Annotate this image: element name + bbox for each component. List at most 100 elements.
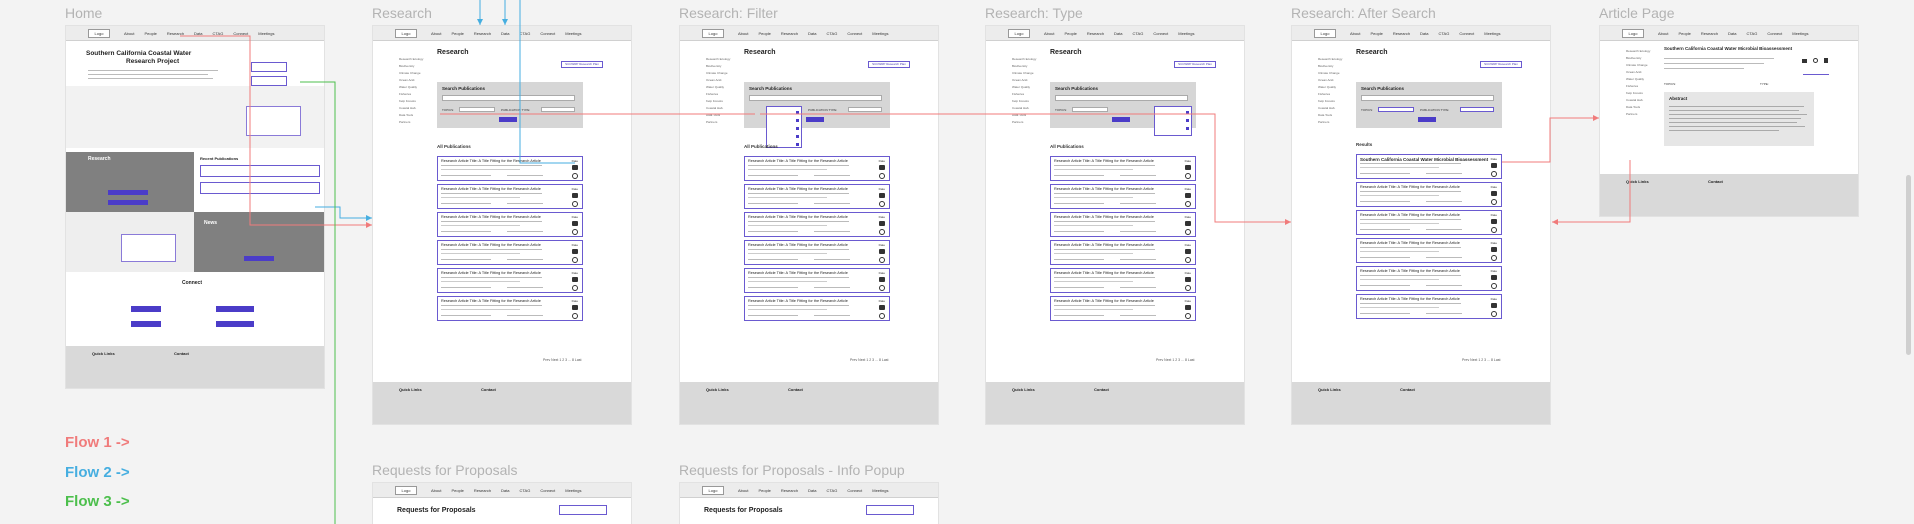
checkbox[interactable] (796, 143, 799, 146)
download-icon[interactable] (1824, 58, 1828, 63)
publication-card[interactable]: Research Article Title: A Title Fitting … (744, 156, 890, 181)
publication-title[interactable]: Research Article Title: A Title Fitting … (441, 299, 541, 303)
logo[interactable]: Logo (1314, 29, 1336, 38)
publication-title[interactable]: Research Article Title: A Title Fitting … (1054, 243, 1154, 247)
logo[interactable]: Logo (1008, 29, 1030, 38)
checkbox[interactable] (796, 119, 799, 122)
mail-icon[interactable] (879, 221, 885, 226)
share-icon[interactable] (572, 257, 578, 263)
publication-card[interactable]: Research Article Title: A Title Fitting … (1356, 294, 1502, 319)
search-button[interactable] (806, 117, 824, 122)
logo[interactable]: Logo (702, 486, 724, 495)
mail-icon[interactable] (879, 193, 885, 198)
publication-title[interactable]: Research Article Title: A Title Fitting … (748, 243, 848, 247)
share-icon[interactable] (1185, 229, 1191, 235)
sidebar-item[interactable]: Biodiversity (706, 64, 722, 68)
checkbox[interactable] (796, 135, 799, 138)
sidebar-item[interactable]: Climate Change (1318, 71, 1340, 75)
mail-icon[interactable] (1802, 59, 1807, 63)
publication-card[interactable]: Research Article Title: A Title Fitting … (1050, 240, 1196, 265)
topics-dropdown-open[interactable] (766, 106, 802, 148)
sidebar-item[interactable]: Coastal Hab. (1318, 106, 1336, 110)
sidebar-item[interactable]: Ocean Acid. (399, 78, 416, 82)
publication-type-select[interactable] (848, 107, 882, 112)
nav-link-data[interactable]: Data (1728, 31, 1737, 36)
sidebar-item[interactable]: Data Tools (1318, 113, 1333, 117)
publication-title[interactable]: Research Article Title: A Title Fitting … (441, 271, 541, 275)
share-icon[interactable] (879, 313, 885, 319)
sidebar-item[interactable]: Climate Change (1012, 71, 1034, 75)
publication-card[interactable]: Research Article Title: A Title Fitting … (437, 296, 583, 321)
sidebar-item[interactable]: Ocean Acid. (1318, 78, 1335, 82)
nav-link-data[interactable]: Data (808, 488, 817, 493)
search-input[interactable] (749, 95, 882, 101)
search-input[interactable] (1055, 95, 1188, 101)
nav-link-data[interactable]: Data (808, 31, 817, 36)
share-icon[interactable] (572, 201, 578, 207)
type-dropdown-open[interactable] (1154, 106, 1192, 136)
mail-icon[interactable] (1185, 249, 1191, 254)
share-icon[interactable] (572, 313, 578, 319)
publication-card[interactable]: Research Article Title: A Title Fitting … (437, 240, 583, 265)
research-plan-button[interactable]: SCCWRP Research Plan (868, 61, 910, 68)
nav-link-meetings[interactable]: Meetings (872, 31, 889, 36)
publication-title[interactable]: Research Article Title: A Title Fitting … (1054, 159, 1154, 163)
sidebar-item[interactable]: Kelp Forests (706, 99, 723, 103)
news-story-card[interactable] (121, 234, 176, 262)
connect-rfp-button[interactable] (131, 306, 161, 312)
share-icon[interactable] (1185, 201, 1191, 207)
nav-link-meetings[interactable]: Meetings (258, 31, 275, 36)
mail-icon[interactable] (879, 277, 885, 282)
publication-card[interactable]: Research Article Title: A Title Fitting … (744, 296, 890, 321)
publication-card[interactable]: Research Article Title: A Title Fitting … (1050, 212, 1196, 237)
sidebar-item[interactable]: Water Quality (1012, 85, 1031, 89)
recent-pub-card[interactable] (200, 182, 320, 194)
nav-link-connect[interactable]: Connect (233, 31, 249, 36)
publication-card[interactable]: Research Article Title: A Title Fitting … (744, 212, 890, 237)
publication-type-select[interactable] (541, 107, 575, 112)
share-icon[interactable] (1491, 255, 1497, 261)
sidebar-item[interactable]: Coastal Hab. (706, 106, 724, 110)
nav-link-ctag[interactable]: CTAG (519, 31, 531, 36)
nav-link-ctag[interactable]: CTAG (826, 31, 838, 36)
nav-link-meetings[interactable]: Meetings (1792, 31, 1809, 36)
checkbox[interactable] (1186, 127, 1189, 130)
nav-link-research[interactable]: Research (473, 488, 492, 493)
share-icon[interactable] (1185, 257, 1191, 263)
mail-icon[interactable] (572, 193, 578, 198)
nav-link-research[interactable]: Research (780, 488, 799, 493)
nav-link-people[interactable]: People (451, 488, 464, 493)
sidebar-item[interactable]: Research Ecology (399, 57, 424, 61)
nav-link-ctag[interactable]: CTAG (1438, 31, 1450, 36)
sidebar-item[interactable]: Coastal Hab. (1012, 106, 1030, 110)
publication-title[interactable]: Research Article Title: A Title Fitting … (1054, 215, 1154, 219)
logo[interactable]: Logo (395, 29, 417, 38)
mail-icon[interactable] (1491, 163, 1497, 168)
nav-link-about[interactable]: About (124, 31, 135, 36)
publication-card[interactable]: Research Article Title: A Title Fitting … (1356, 266, 1502, 291)
canvas-scrollbar[interactable] (1906, 175, 1911, 355)
sidebar-item[interactable]: Climate Change (1626, 63, 1648, 67)
sidebar-item[interactable]: Ocean Acid. (706, 78, 723, 82)
sidebar-item[interactable]: Data Tools (706, 113, 721, 117)
nav-link-people[interactable]: People (1064, 31, 1077, 36)
share-icon[interactable] (1491, 227, 1497, 233)
connect-sccwrp-button[interactable] (216, 306, 254, 312)
mail-icon[interactable] (879, 249, 885, 254)
connect-ctag-button[interactable] (131, 321, 161, 327)
nav-link-people[interactable]: People (1678, 31, 1691, 36)
nav-link-about[interactable]: About (1658, 31, 1669, 36)
nav-link-about[interactable]: About (1350, 31, 1361, 36)
nav-link-data[interactable]: Data (501, 488, 510, 493)
logo[interactable]: Logo (702, 29, 724, 38)
publication-card[interactable]: Research Article Title: A Title Fitting … (1356, 238, 1502, 263)
sidebar-item[interactable]: Data Tools (1626, 105, 1641, 109)
search-button[interactable] (499, 117, 517, 122)
publication-type-select[interactable] (1460, 107, 1494, 112)
nav-link-about[interactable]: About (431, 31, 442, 36)
sidebar-item[interactable]: Climate Change (706, 71, 728, 75)
sidebar-item[interactable]: Data Tools (1012, 113, 1027, 117)
nav-link-connect[interactable]: Connect (540, 31, 556, 36)
sidebar-item[interactable]: Data Tools (399, 113, 414, 117)
publication-card[interactable]: Research Article Title: A Title Fitting … (437, 268, 583, 293)
